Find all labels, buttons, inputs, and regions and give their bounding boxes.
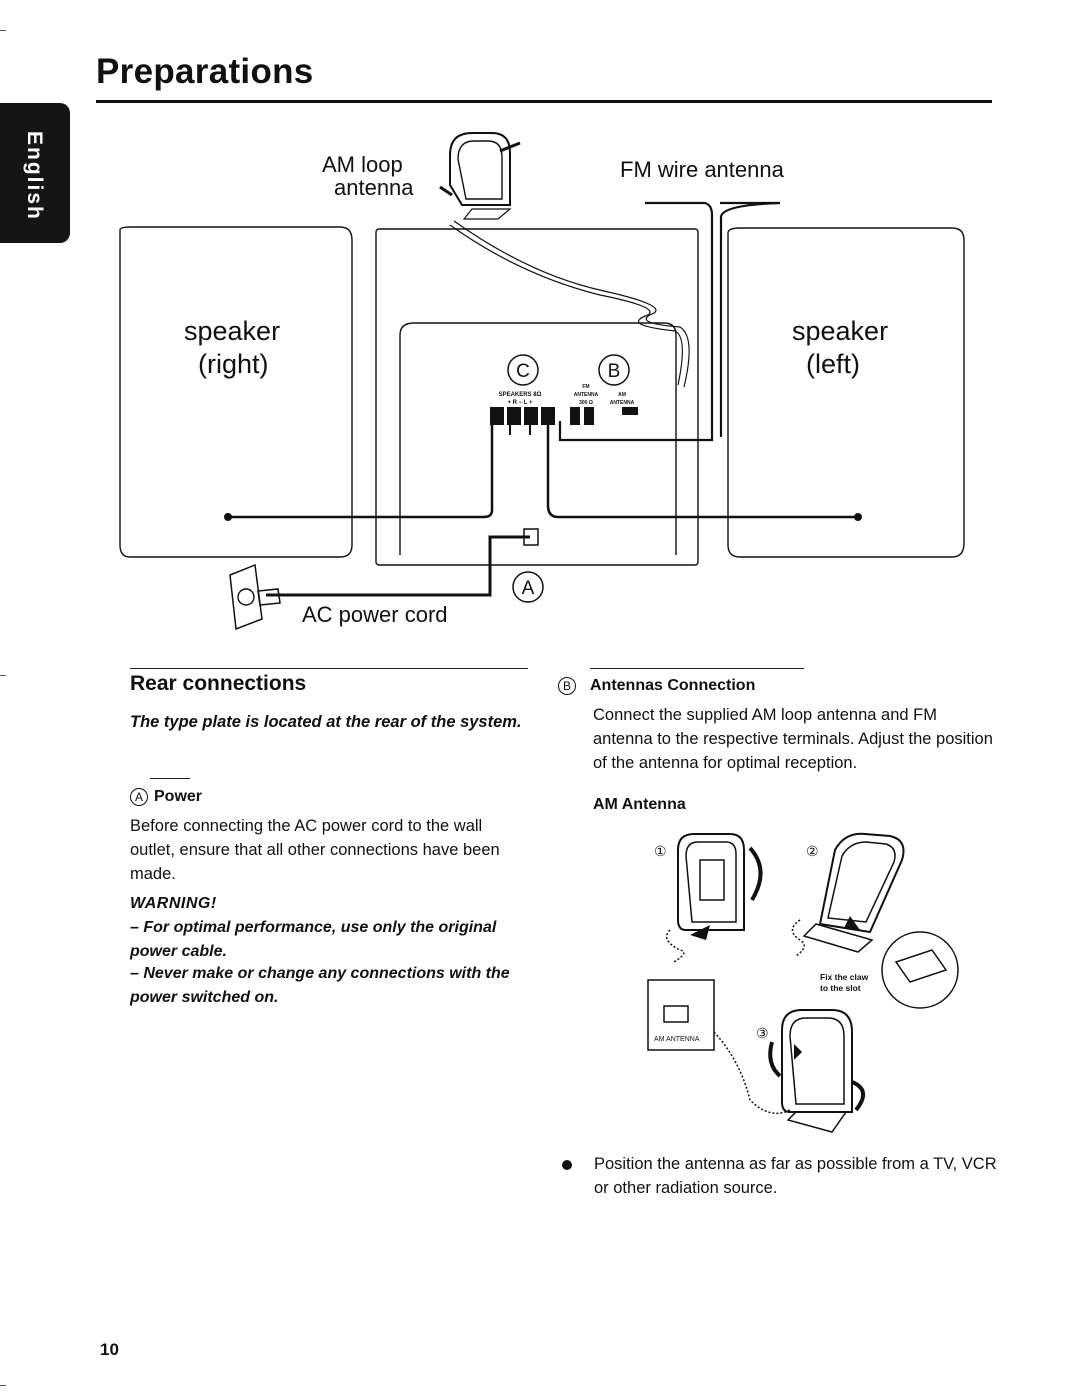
marker-b-label: B [608, 361, 621, 382]
margin-mark [0, 30, 6, 31]
speaker-right-label-line2: (right) [198, 349, 269, 379]
speaker-left-plug-dot [854, 513, 862, 521]
speaker-right-label-line1: speaker [184, 316, 280, 346]
power-heading: A Power [130, 788, 202, 806]
plate-fm-text: FM [582, 384, 589, 390]
margin-mark [0, 1385, 6, 1386]
ac-power-cord [266, 535, 530, 597]
warning-item: – For optimal performance, use only the … [130, 919, 497, 960]
am-terminal-panel [647, 979, 715, 1051]
warning-item: – Never make or change any connections w… [130, 965, 510, 1006]
type-plate-note: The type plate is located at the rear of… [130, 713, 522, 731]
wall-outlet-icon [229, 563, 263, 631]
am-antenna-assembly-figure: ① ② ③ Fix the claw to the slot AM ANTENN… [647, 832, 959, 1133]
am-antenna-terminal-label: AM ANTENNA [654, 1036, 700, 1043]
marker-a-circle [512, 571, 544, 603]
rear-connections-heading: Rear connections [130, 672, 307, 695]
rear-connections-diagram: C B A SPEAKERS 8Ω + R − L + FM ANTENNA 3… [119, 132, 965, 631]
power-heading-text: Power [154, 788, 203, 805]
language-tab-label: English [23, 131, 46, 221]
speaker-left-box [727, 227, 965, 558]
step2-number: ② [806, 843, 819, 859]
fm-antenna-label: FM wire antenna [620, 157, 785, 182]
claw-detail-circle [881, 931, 959, 1009]
fix-claw-line2: to the slot [820, 983, 861, 993]
am-loop-icon [449, 132, 511, 206]
step1-antenna-icon [677, 833, 745, 931]
plate-polarity-text: + R − L + [507, 400, 533, 406]
rear-section-rule [130, 668, 528, 669]
page-title: Preparations [96, 52, 314, 91]
plate-fm-antenna-text: ANTENNA [574, 392, 599, 398]
speaker-left-label-line2: (left) [806, 349, 860, 379]
title-rule [96, 100, 992, 103]
position-antenna-bullet: Position the antenna as far as possible … [594, 1155, 997, 1197]
warning-heading: WARNING! [130, 895, 217, 912]
marker-b-circle [598, 354, 630, 386]
bullet-dot [562, 1160, 572, 1170]
speaker-right-plug-dot [224, 513, 232, 521]
antennas-heading: B Antennas Connection [558, 677, 755, 695]
step3-number: ③ [756, 1025, 769, 1041]
ac-power-cord-label: AC power cord [302, 602, 448, 627]
marker-c-label: C [516, 361, 530, 382]
page-number: 10 [100, 1340, 119, 1359]
step1-number: ① [654, 843, 667, 859]
main-unit-box [375, 228, 699, 566]
marker-c-circle [507, 354, 539, 386]
plate-ohms-text: 300 Ω [579, 400, 593, 406]
speaker-left-cable [546, 425, 858, 519]
fix-claw-line1: Fix the claw [820, 972, 869, 982]
antennas-heading-text: Antennas Connection [590, 677, 756, 694]
speaker-right-box [119, 226, 353, 558]
plate-speakers-text: SPEAKERS 8Ω [499, 392, 542, 398]
power-rule [150, 778, 190, 779]
speaker-left-label-line1: speaker [792, 316, 888, 346]
plate-am-antenna-text: ANTENNA [610, 400, 635, 406]
step2-antenna-icon [818, 832, 905, 934]
am-loop-label-line2: antenna [334, 175, 414, 200]
am-loop-label-line1: AM loop [322, 152, 403, 177]
power-marker: A [130, 788, 148, 806]
step3-antenna-icon [781, 1009, 853, 1113]
power-body: Before connecting the AC power cord to t… [130, 817, 500, 883]
language-tab: English [0, 103, 70, 243]
antennas-marker: B [558, 677, 576, 695]
speaker-right-cable [228, 425, 494, 519]
marker-a-label: A [522, 578, 535, 599]
antennas-body: Connect the supplied AM loop antenna and… [593, 706, 993, 772]
margin-mark [0, 675, 6, 676]
antennas-section-rule [590, 668, 804, 669]
plate-am-text: AM [618, 392, 626, 398]
am-antenna-heading: AM Antenna [593, 796, 686, 813]
fm-antenna-wire [558, 201, 714, 442]
